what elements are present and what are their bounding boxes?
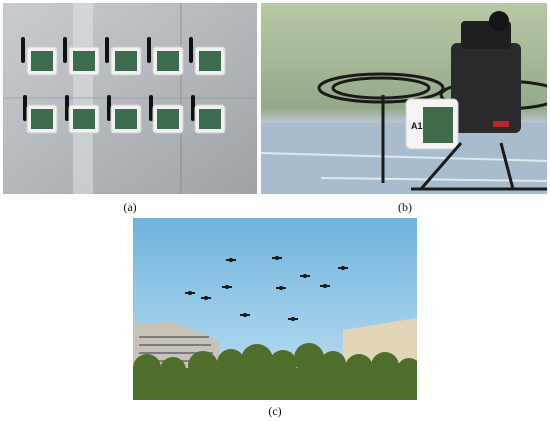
sensor-board [191,95,226,134]
sensor-board [189,37,226,76]
formation-drone [300,274,310,278]
formation-drone [276,286,286,290]
formation-sky-image [133,218,417,400]
board-array [21,37,226,134]
caption-c: (c) [268,404,282,418]
panel-c-formation-photo [133,218,417,400]
formation-drone [201,296,211,300]
drone-closeup-image: A1 [261,3,547,194]
sensor-board [63,37,100,76]
panel-b-drone-photo: A1 [261,3,547,194]
sensor-board [147,37,184,76]
caption-b: (b) [398,200,412,214]
formation-drone [240,313,250,317]
formation-drone [226,258,236,262]
drone-formation [185,256,348,321]
formation-drone [320,284,330,288]
caption-a: (a) [123,200,137,214]
sensor-board [65,95,100,134]
sensor-board [107,95,142,134]
formation-drone [185,291,195,295]
sensor-board [149,95,184,134]
sensor-boards-image [3,3,257,194]
sensor-board [21,37,58,76]
formation-drone [288,317,298,321]
panel-a-sensor-boards-photo [3,3,257,194]
drone-tag: A1 [411,121,423,131]
tree-line [133,343,417,400]
propeller-guard-left [317,72,445,104]
formation-drone [272,256,282,260]
drone-body [451,43,521,133]
sensor-board [105,37,142,76]
formation-drone [338,266,348,270]
landing-legs [381,95,547,191]
sensor-board [23,95,58,134]
formation-drone [222,285,232,289]
